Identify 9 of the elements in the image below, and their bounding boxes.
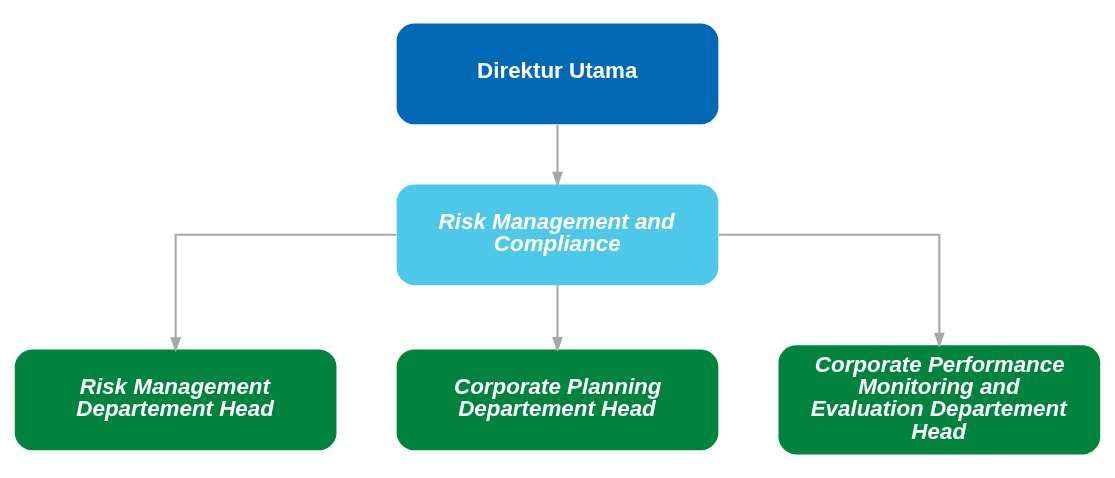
node-box: Direktur Utama bbox=[396, 23, 719, 125]
node-box: Risk Management and Compliance bbox=[396, 184, 719, 286]
arrow bbox=[170, 233, 397, 353]
arrow bbox=[718, 233, 945, 349]
node-box: Corporate Performance Monitoring and Evaluation Departement Head bbox=[778, 345, 1101, 455]
arrow bbox=[552, 124, 563, 188]
arrow bbox=[552, 285, 563, 353]
node-box: Corporate Planning Departement Head bbox=[396, 349, 719, 451]
node-box: Risk Management Departement Head bbox=[14, 349, 337, 451]
